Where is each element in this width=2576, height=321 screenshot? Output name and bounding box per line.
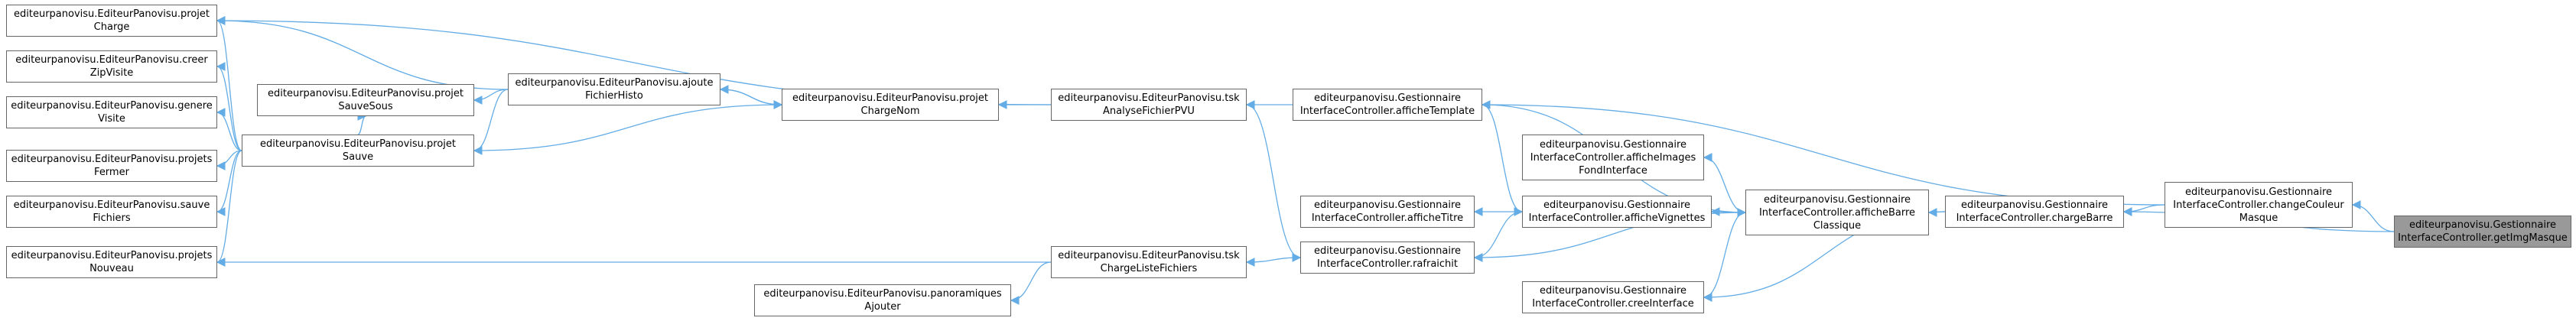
edge-n_projetsNouveau-n_projetSauve — [216, 150, 242, 267]
node-line: editeurpanovisu.EditeurPanovisu.creer — [15, 54, 208, 66]
node-line: Classique — [1813, 219, 1862, 232]
node-line: InterfaceController.afficheBarre — [1758, 206, 1916, 219]
node-line: editeurpanovisu.Gestionnaire — [1539, 285, 1687, 297]
node-ajoutefichierhisto[interactable]: editeurpanovisu.EditeurPanovisu.ajoute F… — [508, 73, 720, 105]
node-line: InterfaceController.afficheVignettes — [1528, 212, 1706, 224]
node-line: InterfaceController.rafraichit — [1317, 258, 1458, 270]
node-line: Masque — [2239, 212, 2278, 224]
node-line: editeurpanovisu.EditeurPanovisu.projet — [792, 92, 988, 104]
node-line: Ajouter — [864, 301, 901, 313]
node-line: editeurpanovisu.EditeurPanovisu.projet — [14, 8, 210, 20]
edge-n_changeCouleur-n_getImgMasque — [2351, 200, 2395, 232]
node-projetsauvesous[interactable]: editeurpanovisu.EditeurPanovisu.projet S… — [257, 84, 474, 116]
node-panoramiquesajouter[interactable]: editeurpanovisu.EditeurPanovisu.panorami… — [754, 284, 1011, 316]
edge-n_projetSauveSous-n_projetSauve — [357, 112, 367, 135]
node-line: InterfaceController.afficheTemplate — [1299, 105, 1475, 117]
edge-n_projetCharge-n_projetSauve — [216, 16, 242, 151]
node-line: editeurpanovisu.EditeurPanovisu.ajoute — [515, 77, 714, 89]
edge-n_rafraichit-n_tskAnalyse — [1246, 104, 1302, 262]
node-sauvefichiers[interactable]: editeurpanovisu.EditeurPanovisu.sauve Fi… — [6, 196, 217, 228]
node-creeinterface[interactable]: editeurpanovisu.Gestionnaire InterfaceCo… — [1522, 281, 1704, 313]
node-line: Nouveau — [89, 263, 134, 274]
edge-n_projetsFermer-n_projetSauve — [216, 150, 242, 170]
node-line: InterfaceController.creeInterface — [1532, 298, 1694, 310]
node-line: editeurpanovisu.EditeurPanovisu.panorami… — [763, 288, 1002, 300]
node-line: editeurpanovisu.Gestionnaire — [1313, 245, 1462, 257]
node-line: Visite — [98, 113, 125, 125]
node-affichebarreclassique[interactable]: editeurpanovisu.Gestionnaire InterfaceCo… — [1745, 190, 1929, 235]
node-afficheimagesfondinterface[interactable]: editeurpanovisu.Gestionnaire InterfaceCo… — [1522, 135, 1704, 180]
node-line: editeurpanovisu.EditeurPanovisu.projets — [11, 250, 213, 261]
node-line: editeurpanovisu.EditeurPanovisu.projets — [11, 154, 213, 165]
edge-n_creerZip-n_projetSauve — [216, 62, 242, 151]
edge-n_panoAjouter-n_tskCharge — [1010, 261, 1052, 305]
node-line: InterfaceController.getImgMasque — [2398, 232, 2568, 244]
edge-n_projetSauve-n_ajouteFichierHisto — [473, 89, 509, 155]
node-line: FichierHisto — [585, 90, 643, 102]
node-affichevignettes[interactable]: editeurpanovisu.Gestionnaire InterfaceCo… — [1522, 196, 1712, 228]
node-line: InterfaceController.afficheTitre — [1311, 212, 1464, 224]
node-projetsauve[interactable]: editeurpanovisu.EditeurPanovisu.projet S… — [242, 135, 474, 167]
node-line: Fermer — [94, 167, 129, 178]
node-line: editeurpanovisu.Gestionnaire — [2408, 219, 2557, 231]
edge-n_rafraichit-n_afficheVignettes — [1473, 211, 1523, 262]
node-projetcharge[interactable]: editeurpanovisu.EditeurPanovisu.projet C… — [6, 5, 217, 37]
node-line: editeurpanovisu.EditeurPanovisu.projet — [268, 88, 463, 99]
node-line: ZipVisite — [89, 67, 134, 79]
node-creerzipvisite[interactable]: editeurpanovisu.EditeurPanovisu.creer Zi… — [6, 50, 217, 83]
node-line: editeurpanovisu.EditeurPanovisu.tsk — [1058, 92, 1240, 104]
node-line: editeurpanovisu.EditeurPanovisu.genere — [11, 100, 213, 112]
node-line: Fichiers — [93, 212, 131, 224]
node-line: editeurpanovisu.Gestionnaire — [1763, 193, 1911, 206]
node-changecouleurmasque[interactable]: editeurpanovisu.Gestionnaire InterfaceCo… — [2165, 182, 2353, 228]
node-affichetitre[interactable]: editeurpanovisu.Gestionnaire InterfaceCo… — [1300, 196, 1475, 228]
edge-n_chargeBarre-n_changeCouleur — [2122, 204, 2165, 216]
edge-n_creeInterface-n_afficheBarre — [1703, 212, 1746, 302]
node-line: InterfaceController.changeCouleur — [2173, 199, 2344, 211]
node-projetsnouveau[interactable]: editeurpanovisu.EditeurPanovisu.projets … — [6, 246, 217, 278]
node-line: editeurpanovisu.Gestionnaire — [2184, 186, 2333, 198]
node-line: ChargeNom — [860, 105, 920, 117]
node-affichetemplate[interactable]: editeurpanovisu.Gestionnaire InterfaceCo… — [1293, 89, 1482, 121]
edge-n_afficheImages-n_afficheBarre — [1703, 153, 1746, 213]
node-line: FondInterface — [1579, 164, 1647, 177]
node-generevisite[interactable]: editeurpanovisu.EditeurPanovisu.genere V… — [6, 96, 217, 128]
node-getimgmasque[interactable]: editeurpanovisu.Gestionnaire InterfaceCo… — [2394, 216, 2571, 248]
node-line: editeurpanovisu.Gestionnaire — [1313, 92, 1462, 104]
node-line: SauveSous — [338, 101, 393, 112]
edge-n_projetChargeNom-n_projetSauve — [473, 100, 783, 151]
node-line: editeurpanovisu.EditeurPanovisu.projet — [260, 138, 456, 150]
node-line: InterfaceController.chargeBarre — [1956, 212, 2113, 224]
node-rafraichit[interactable]: editeurpanovisu.Gestionnaire InterfaceCo… — [1300, 242, 1475, 274]
node-projetchargenom[interactable]: editeurpanovisu.EditeurPanovisu.projet C… — [782, 89, 999, 121]
node-line: editeurpanovisu.Gestionnaire — [1539, 138, 1687, 151]
node-projetsfermer[interactable]: editeurpanovisu.EditeurPanovisu.projets … — [6, 150, 217, 182]
node-line: ChargeListeFichiers — [1100, 263, 1198, 274]
node-line: editeurpanovisu.Gestionnaire — [1543, 199, 1691, 211]
node-tskanalysefichierpvu[interactable]: editeurpanovisu.EditeurPanovisu.tsk Anal… — [1051, 89, 1247, 121]
edge-n_sauveFichiers-n_projetSauve — [216, 150, 242, 216]
edge-n_afficheVignettes-n_afficheTemplate — [1482, 104, 1524, 216]
node-line: Charge — [93, 21, 130, 33]
edge-n_projetChargeNom-n_ajouteFichierHisto — [720, 89, 783, 109]
node-line: editeurpanovisu.Gestionnaire — [1960, 199, 2109, 211]
node-line: editeurpanovisu.EditeurPanovisu.tsk — [1058, 250, 1240, 261]
node-line: InterfaceController.afficheImages — [1530, 151, 1696, 164]
node-tskchargelistefichiers[interactable]: editeurpanovisu.EditeurPanovisu.tsk Char… — [1051, 246, 1247, 278]
node-chargebarre[interactable]: editeurpanovisu.Gestionnaire InterfaceCo… — [1945, 196, 2124, 228]
node-line: AnalyseFichierPVU — [1103, 105, 1195, 117]
node-line: editeurpanovisu.EditeurPanovisu.sauve — [13, 199, 210, 211]
node-line: editeurpanovisu.Gestionnaire — [1313, 199, 1462, 211]
edge-n_projetCharge-n_ajouteFichierHisto — [216, 16, 509, 90]
node-line: Sauve — [342, 151, 374, 163]
edge-n_tskCharge-n_rafraichit — [1245, 257, 1301, 267]
edge-n_genereVisite-n_projetSauve — [216, 108, 242, 151]
